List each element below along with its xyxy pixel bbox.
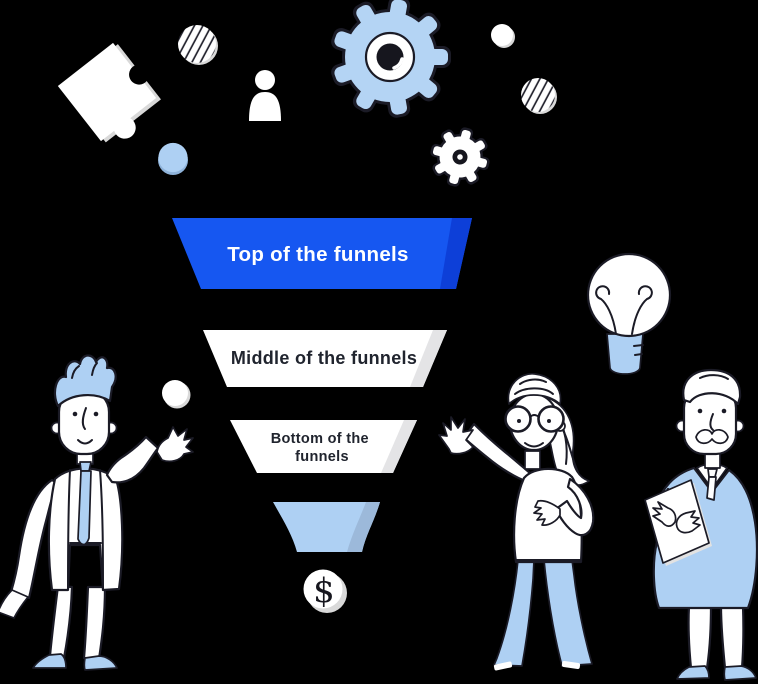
woman-hand-on-chest bbox=[533, 499, 561, 526]
left-man-hair bbox=[53, 354, 117, 408]
funnel-stage-middle-label: Middle of the funnels bbox=[231, 348, 417, 368]
striped-circle-icon-right bbox=[521, 78, 557, 114]
funnel-stage-top: Top of the funnels bbox=[172, 218, 472, 289]
man-with-tie-waving bbox=[0, 354, 194, 671]
funnel-stage-middle: Middle of the funnels bbox=[203, 330, 447, 387]
woman-glasses bbox=[504, 405, 565, 433]
right-man-mustache bbox=[695, 429, 729, 445]
puzzle-piece-icon bbox=[57, 42, 161, 143]
dollar-coin: $ bbox=[303, 569, 347, 613]
user-silhouette-icon bbox=[249, 70, 281, 121]
funnel-diagram: Top of the funnels Middle of the funnels… bbox=[172, 218, 472, 613]
left-man-tie bbox=[77, 461, 92, 546]
man-holding-document bbox=[644, 368, 758, 681]
funnel-stage-bottom-label: Bottom of the funnels bbox=[271, 431, 373, 465]
woman-with-glasses-waving bbox=[438, 373, 595, 671]
small-gear-icon bbox=[430, 127, 490, 187]
funnel-stage-top-label: Top of the funnels bbox=[227, 243, 409, 266]
right-man-tie bbox=[706, 468, 718, 501]
large-gear-icon bbox=[331, 0, 451, 118]
striped-circle-icon-left bbox=[178, 25, 218, 65]
funnel-stage-bottom: Bottom of the funnels bbox=[230, 420, 417, 473]
dollar-sign: $ bbox=[313, 571, 335, 611]
funnel-spout bbox=[273, 502, 380, 552]
juggling-ball bbox=[162, 380, 191, 409]
lightbulb-icon bbox=[586, 252, 672, 375]
white-dot bbox=[491, 24, 515, 48]
blue-dot bbox=[158, 142, 188, 175]
